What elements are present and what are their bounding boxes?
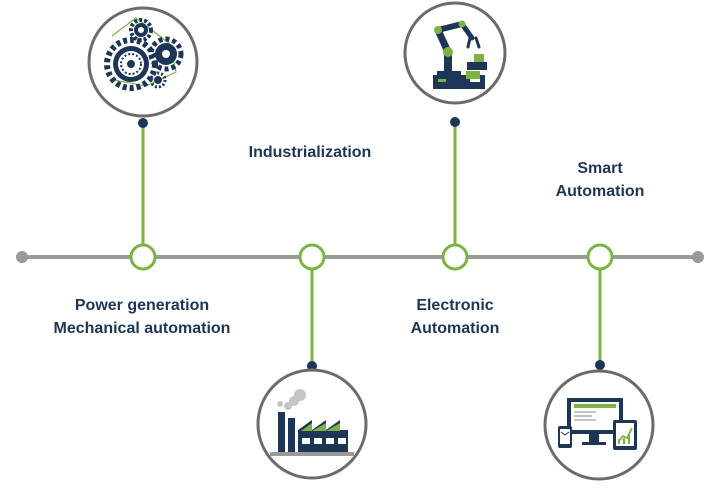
label-smart-line1: Smart [577,160,623,177]
milestone-node-smart [586,243,614,271]
connector-smart [595,269,605,370]
label-industrialization-line1: Industrialization [248,144,372,161]
milestone-node-electronic [441,243,469,271]
label-power-generation: Power generation Mechanical automation [22,294,262,340]
factory-icon [256,368,368,480]
label-electronic-line1: Electronic [416,297,494,314]
label-industrialization: Industrialization [220,141,400,164]
label-smart-line2: Automation [555,183,645,200]
milestone-node-power [129,243,157,271]
timeline-start-dot [16,251,28,263]
connector-industrialization [307,269,317,371]
milestone-node-industrialization [298,243,326,271]
label-electronic-line2: Automation [410,320,500,337]
label-smart-automation: Smart Automation [520,157,680,203]
devices-icon [543,369,655,481]
label-electronic-automation: Electronic Automation [375,294,535,340]
connector-electronic [450,117,460,245]
connector-power [138,118,148,245]
timeline-end-dot [692,251,704,263]
robot-arm-icon [403,1,507,105]
label-power-line2: Mechanical automation [53,320,231,337]
gears-icon [87,6,199,118]
label-power-line1: Power generation [74,297,210,314]
